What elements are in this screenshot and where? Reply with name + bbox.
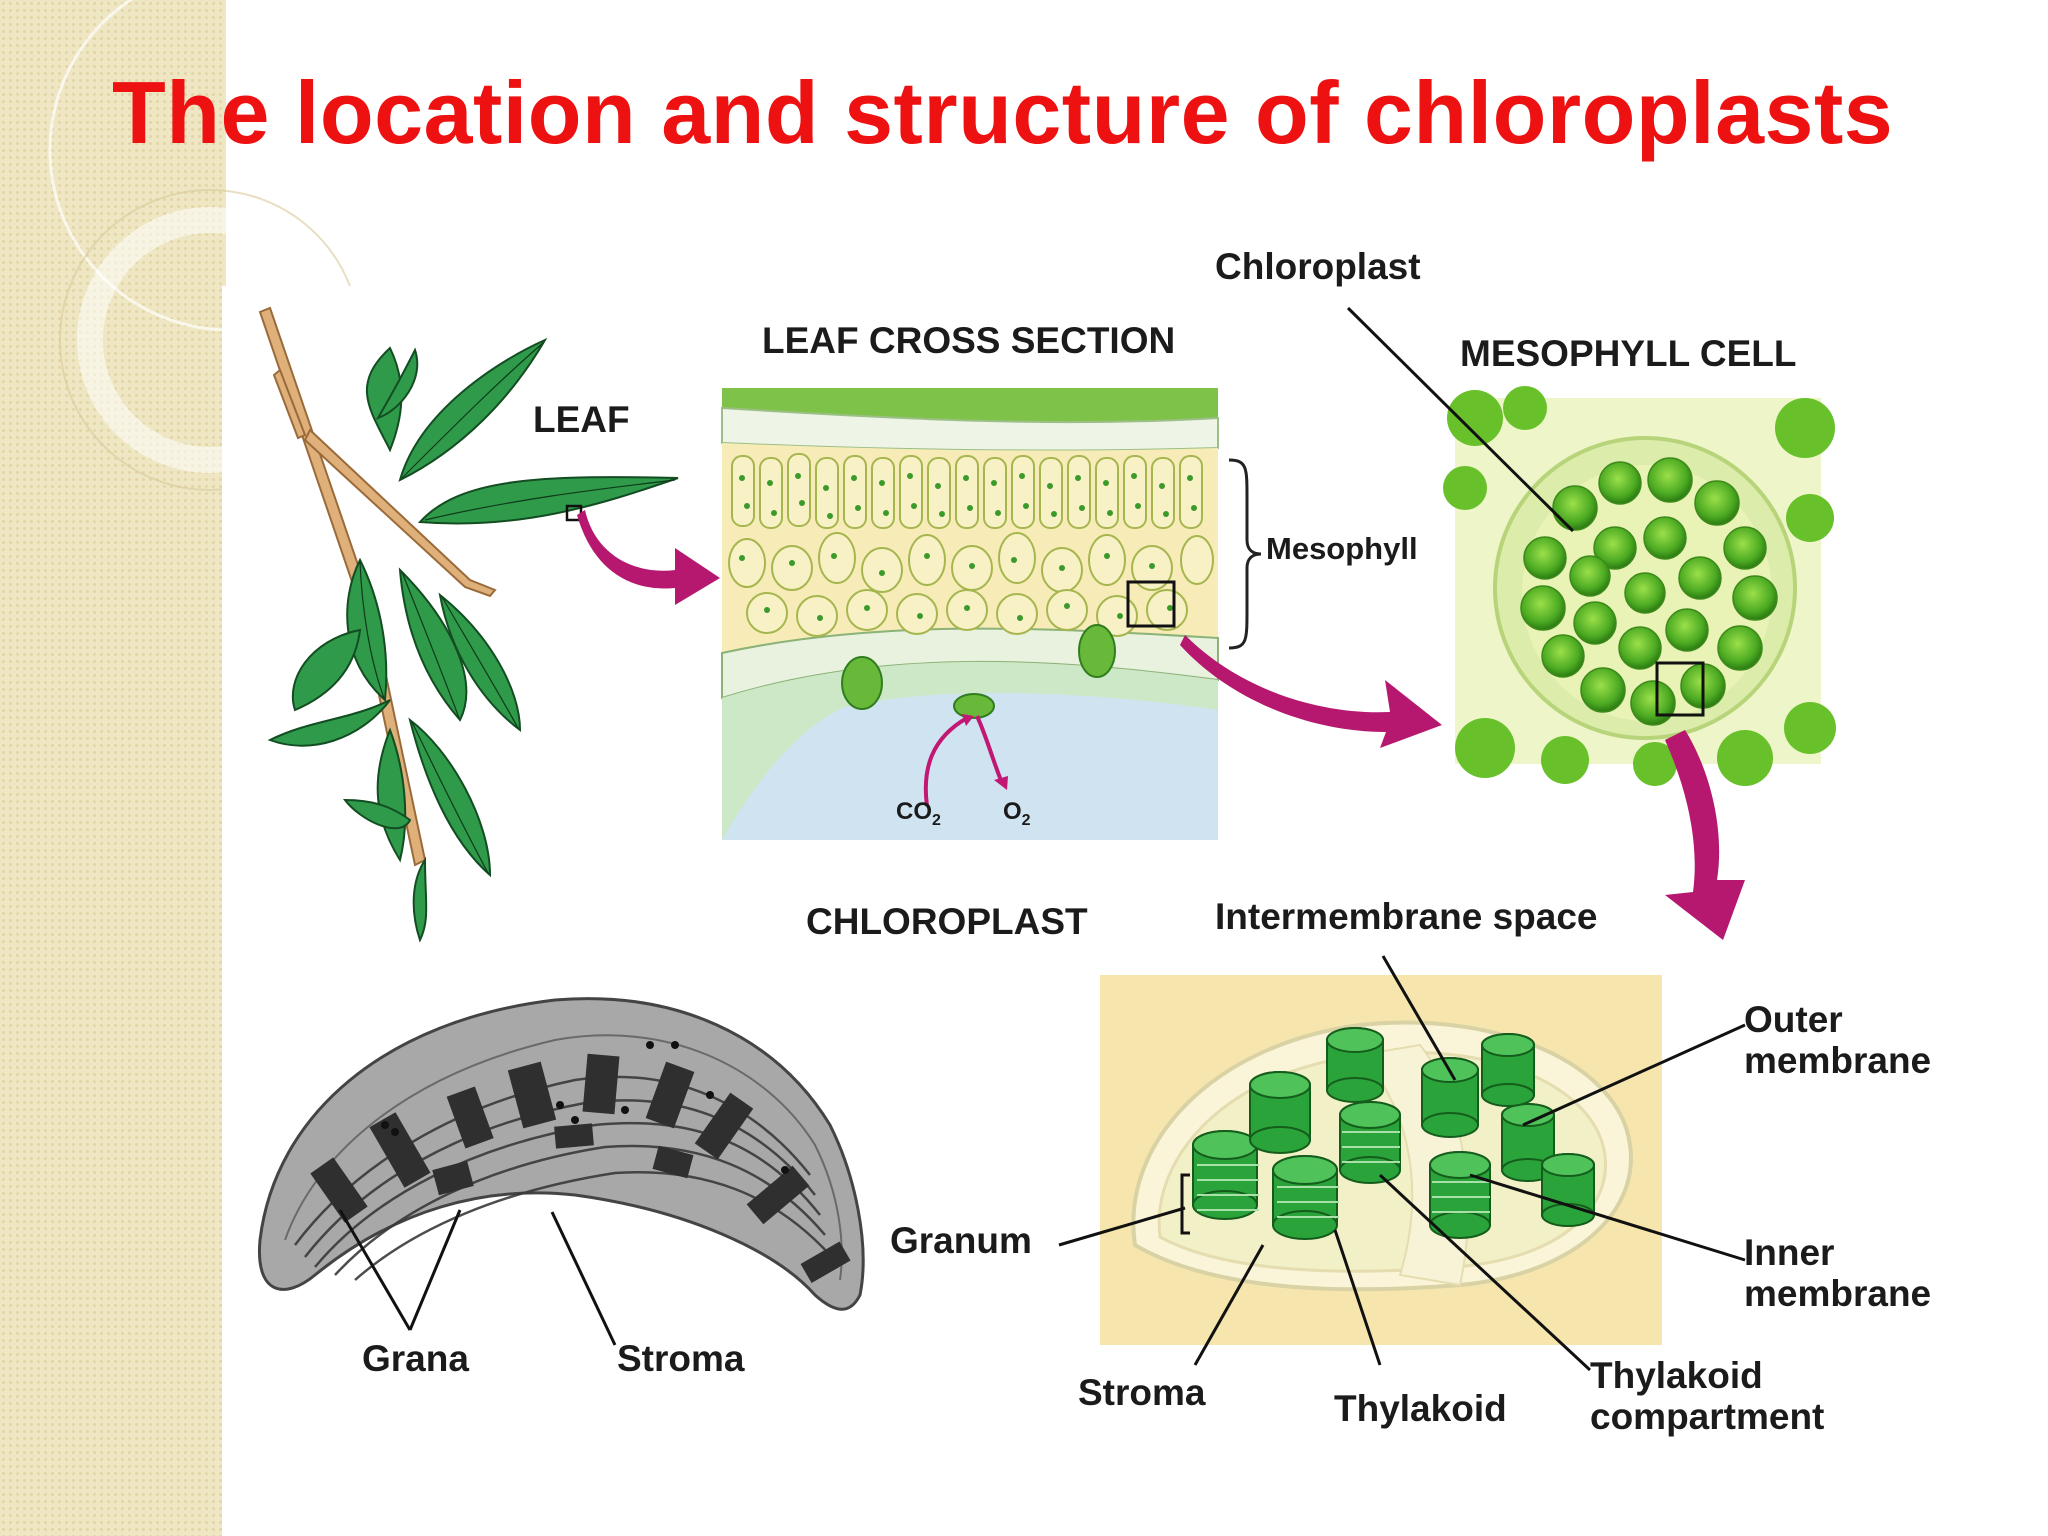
grana-stroma-pointer-lines	[338, 1209, 617, 1346]
mesophyll-label: Mesophyll	[1266, 531, 1418, 566]
thylakoid-compartment-line2: compartment	[1590, 1395, 1825, 1437]
o2-label: O2	[1003, 798, 1031, 829]
leaf-cross-section-label: LEAF CROSS SECTION	[762, 320, 1176, 361]
leaf-label: LEAF	[533, 399, 630, 440]
inner-membrane-label: Inner membrane	[1744, 1232, 1932, 1314]
mesophyll-cell-label: MESOPHYLL CELL	[1460, 333, 1797, 374]
stroma-diagram-label: Stroma	[1078, 1372, 1206, 1413]
chloroplast-heading: CHLOROPLAST	[806, 901, 1088, 942]
mesophyll-cell-micrograph	[1443, 386, 1836, 786]
thylakoid-compartment-label: Thylakoid compartment	[1590, 1355, 1825, 1437]
arrow-icon	[1665, 730, 1745, 940]
outer-membrane-label: Outer membrane	[1744, 999, 1932, 1081]
intermembrane-space-label: Intermembrane space	[1215, 896, 1598, 937]
chloroplast-diagram-pointer-lines	[1058, 955, 1746, 1372]
inner-membrane-line2: membrane	[1744, 1272, 1932, 1314]
o2-text: O	[1003, 798, 1022, 825]
chloroplast-pointer-line	[1346, 306, 1575, 533]
granum-label: Granum	[890, 1220, 1032, 1261]
outer-membrane-line2: membrane	[1744, 1039, 1932, 1081]
chloroplast-pointer-label: Chloroplast	[1215, 246, 1421, 287]
slide-title: The location and structure of chloroplas…	[112, 63, 1894, 162]
outer-membrane-line1: Outer	[1744, 999, 1843, 1040]
co2-subscript: 2	[932, 811, 941, 829]
arrow-icon	[577, 510, 720, 605]
o2-subscript: 2	[1021, 811, 1031, 829]
leaf-cross-section-illustration	[721, 388, 1219, 840]
mesophyll-brace	[1228, 458, 1262, 650]
thylakoid-label: Thylakoid	[1334, 1388, 1507, 1429]
leaf-branch-illustration	[258, 306, 679, 943]
chloroplast-micrograph	[257, 997, 865, 1311]
stroma-micrograph-label: Stroma	[617, 1338, 745, 1379]
chloroplast-3d-diagram	[1100, 975, 1662, 1345]
co2-label: CO2	[896, 798, 941, 829]
co2-text: CO	[896, 798, 932, 825]
thylakoid-compartment-line1: Thylakoid	[1590, 1355, 1763, 1396]
grana-label: Grana	[362, 1338, 469, 1379]
arrow-icon	[1180, 635, 1442, 748]
inner-membrane-line1: Inner	[1744, 1232, 1835, 1273]
